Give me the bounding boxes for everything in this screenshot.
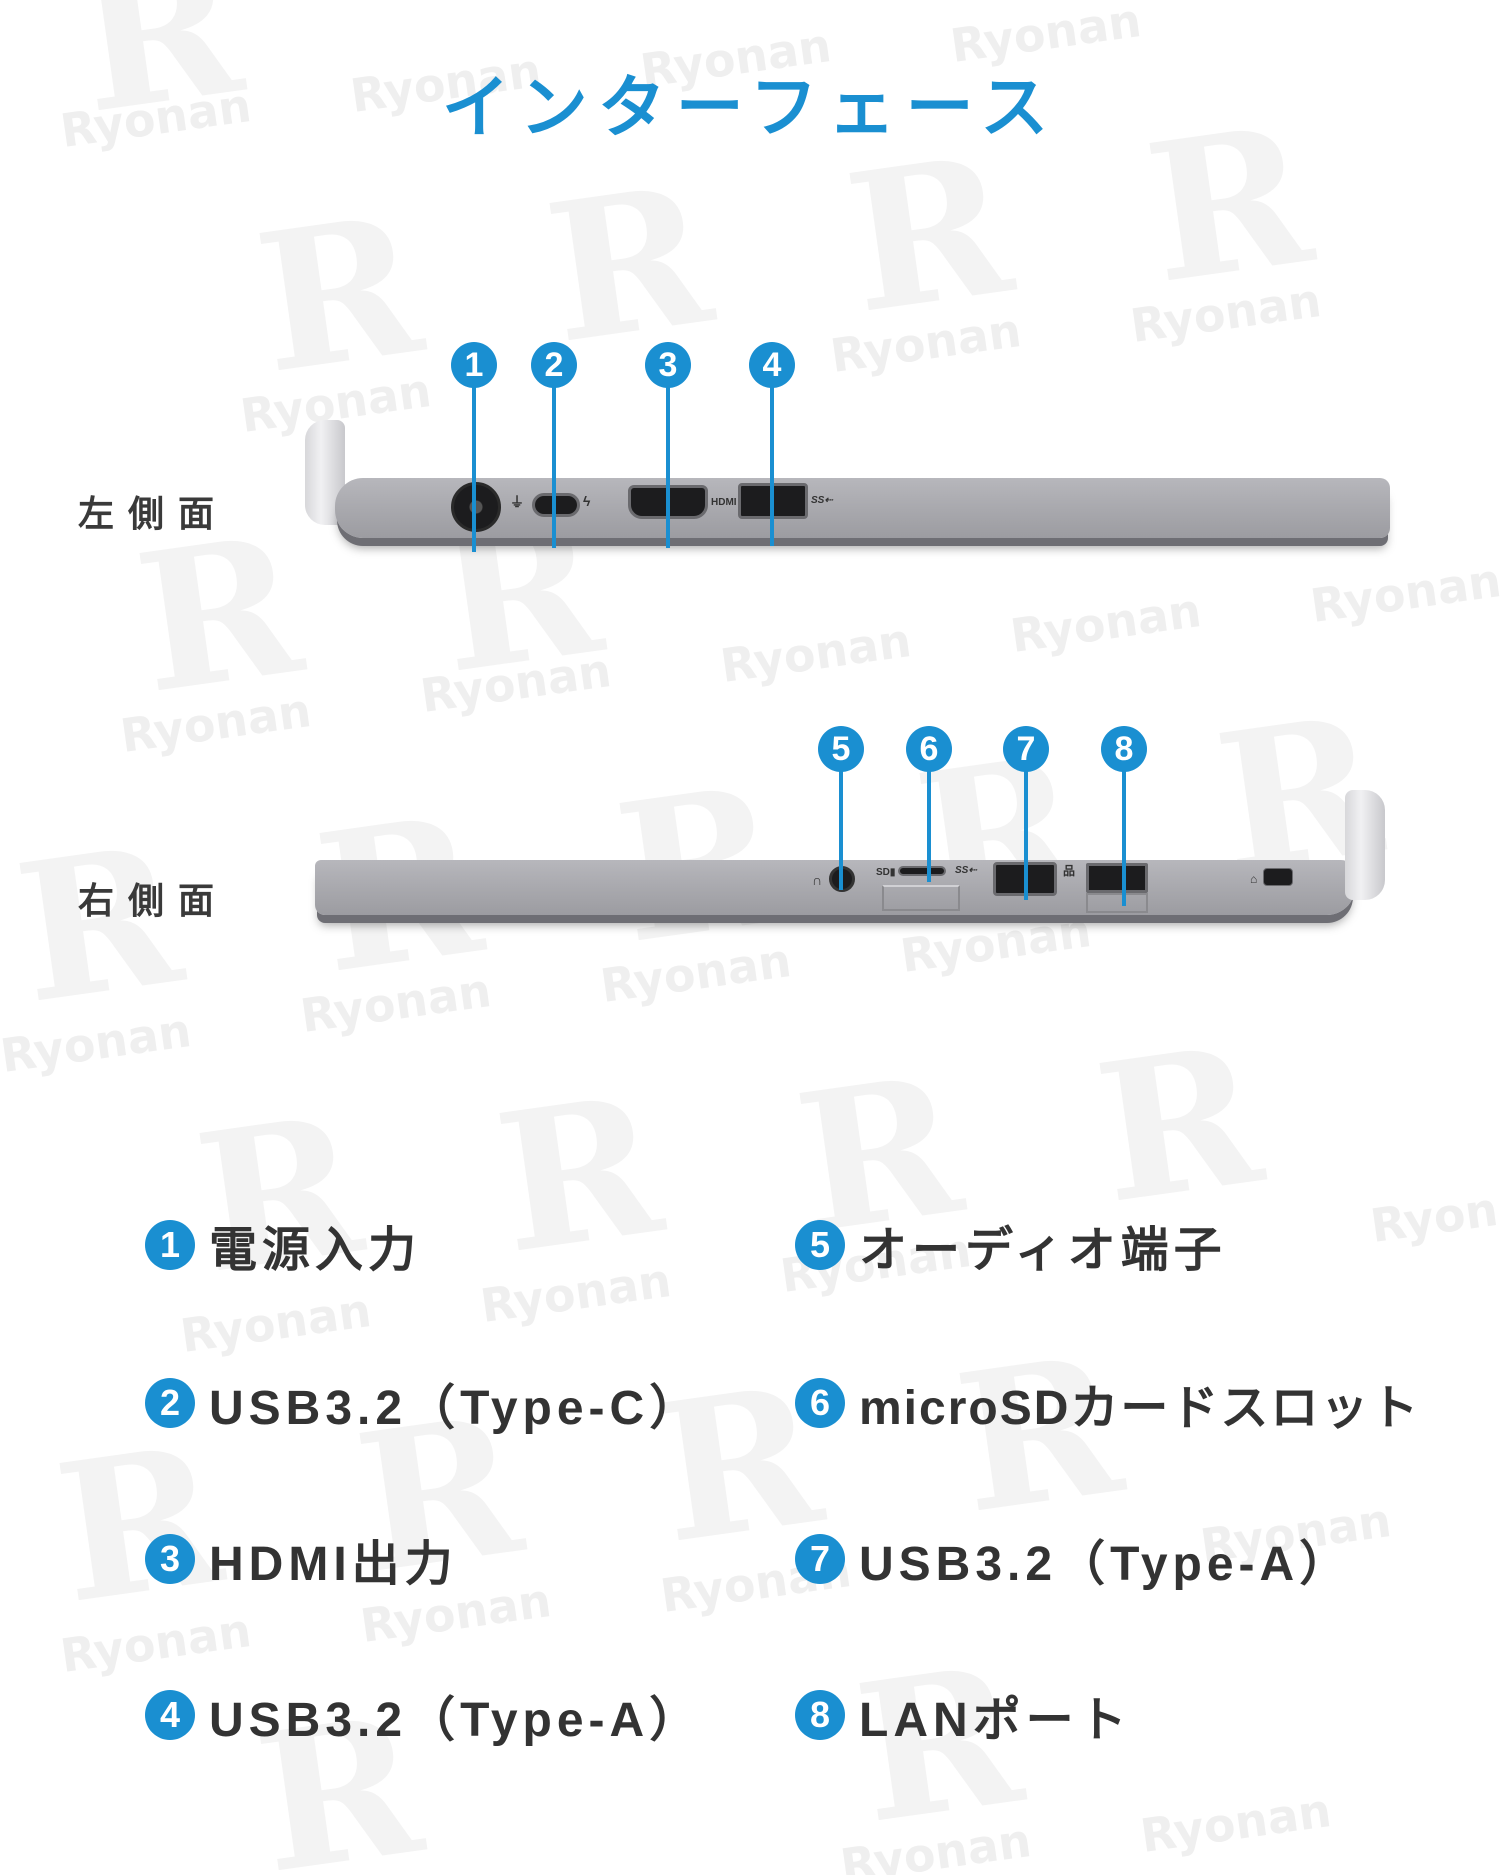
marker-line	[472, 386, 476, 552]
watermark-logo: R	[535, 143, 723, 386]
superspeed-usb-icon: SS⇠	[811, 495, 833, 506]
legend-item-lan: 8 LANポート	[795, 1680, 1132, 1750]
legend-label: LANポート	[859, 1694, 1132, 1747]
marker-line	[839, 770, 843, 890]
watermark-text: Ryonan	[117, 682, 315, 764]
watermark-text: Ryonan	[1137, 1782, 1335, 1864]
legend-label: USB3.2（Type-C）	[209, 1382, 703, 1435]
watermark-text: Ryonan	[177, 1282, 375, 1364]
lock-icon: ⌂	[1250, 872, 1258, 886]
watermark-logo: R	[125, 493, 313, 736]
marker-badge: 6	[906, 726, 952, 772]
watermark-text: Ryonan	[1307, 552, 1500, 634]
page-title: インターフェース	[441, 69, 1059, 148]
left-side-label: 左側面	[78, 494, 229, 535]
superspeed-usb-icon: SS⇠	[955, 865, 977, 876]
watermark-text: Ryonan	[827, 302, 1025, 384]
watermark-logo: R	[5, 803, 193, 1046]
watermark-text: Ryonan	[837, 1812, 1035, 1875]
watermark-logo: R	[1085, 1003, 1273, 1246]
marker-7: 7	[1003, 726, 1049, 900]
marker-line	[666, 386, 670, 548]
marker-line	[927, 770, 931, 882]
legend-number-badge: 3	[145, 1534, 195, 1584]
watermark-text: Ryonan	[0, 1002, 195, 1084]
legend-item-power-input: 1 電源入力	[145, 1210, 421, 1280]
network-icon: 品	[1063, 864, 1076, 878]
marker-line	[1024, 770, 1028, 900]
laptop-lid	[1345, 790, 1385, 900]
legend-number-badge: 8	[795, 1690, 845, 1740]
legend-item-hdmi: 3 HDMI出力	[145, 1524, 458, 1594]
legend-label: オーディオ端子	[859, 1224, 1227, 1277]
legend-number-badge: 4	[145, 1690, 195, 1740]
legend-label: 電源入力	[209, 1224, 422, 1277]
hdmi-logo: HDMI	[711, 497, 737, 508]
security-lock-slot	[1263, 868, 1293, 886]
legend-number-badge: 5	[795, 1220, 845, 1270]
marker-badge: 4	[749, 342, 795, 388]
laptop-body	[335, 478, 1390, 538]
sim-tray	[882, 885, 960, 911]
watermark-text: Ryonan	[717, 612, 915, 694]
microsd-slot	[898, 866, 946, 876]
legend-label: HDMI出力	[209, 1538, 458, 1591]
power-plug-icon: ⏚	[510, 494, 524, 510]
ethernet-flap	[1086, 893, 1148, 913]
marker-badge: 2	[531, 342, 577, 388]
watermark-text: Ryonan	[297, 962, 495, 1044]
watermark-text: Ryonan	[477, 1252, 675, 1334]
watermark-text: Ryonan	[1007, 582, 1205, 664]
watermark-text: Ryonan	[57, 1602, 255, 1684]
marker-line	[770, 386, 774, 546]
legend-label: USB3.2（Type-A）	[209, 1694, 703, 1747]
watermark-logo: R	[485, 1053, 673, 1296]
marker-1: 1	[451, 342, 497, 552]
legend-item-usb-c: 2 USB3.2（Type-C）	[145, 1368, 702, 1438]
marker-badge: 7	[1003, 726, 1049, 772]
legend-number-badge: 7	[795, 1534, 845, 1584]
legend-number-badge: 6	[795, 1378, 845, 1428]
marker-5: 5	[818, 726, 864, 890]
power-port	[451, 482, 501, 532]
right-side-label: 右側面	[78, 881, 229, 922]
marker-6: 6	[906, 726, 952, 882]
watermark-text: Ryonan	[597, 932, 795, 1014]
thunderbolt-icon: ϟ	[583, 493, 591, 509]
marker-4: 4	[749, 342, 795, 546]
usb-c-port	[532, 493, 580, 517]
ethernet-port	[1086, 863, 1148, 893]
legend-number-badge: 2	[145, 1378, 195, 1428]
watermark-text: Ryonan	[1127, 272, 1325, 354]
legend-label: microSDカードスロット	[859, 1382, 1421, 1435]
watermark-text: Ryonan	[897, 902, 1095, 984]
marker-badge: 3	[645, 342, 691, 388]
marker-line	[552, 386, 556, 548]
sd-card-icon: SD▮	[876, 867, 896, 878]
marker-8: 8	[1101, 726, 1147, 906]
legend-number-badge: 1	[145, 1220, 195, 1270]
marker-2: 2	[531, 342, 577, 548]
legend-item-usb-a-left: 4 USB3.2（Type-A）	[145, 1680, 702, 1750]
legend-item-audio: 5 オーディオ端子	[795, 1210, 1227, 1280]
marker-3: 3	[645, 342, 691, 548]
marker-badge: 1	[451, 342, 497, 388]
watermark-logo: R	[245, 173, 433, 416]
legend-item-usb-a-right: 7 USB3.2（Type-A）	[795, 1524, 1352, 1594]
headphone-icon: ∩	[812, 872, 823, 888]
watermark-text: Ryonan	[1367, 1172, 1500, 1254]
watermark-logo: R	[835, 113, 1023, 356]
legend-label: USB3.2（Type-A）	[859, 1538, 1353, 1591]
legend-item-microsd: 6 microSDカードスロット	[795, 1368, 1420, 1438]
marker-badge: 8	[1101, 726, 1147, 772]
marker-badge: 5	[818, 726, 864, 772]
watermark-text: Ryonan	[417, 642, 615, 724]
marker-line	[1122, 770, 1126, 906]
